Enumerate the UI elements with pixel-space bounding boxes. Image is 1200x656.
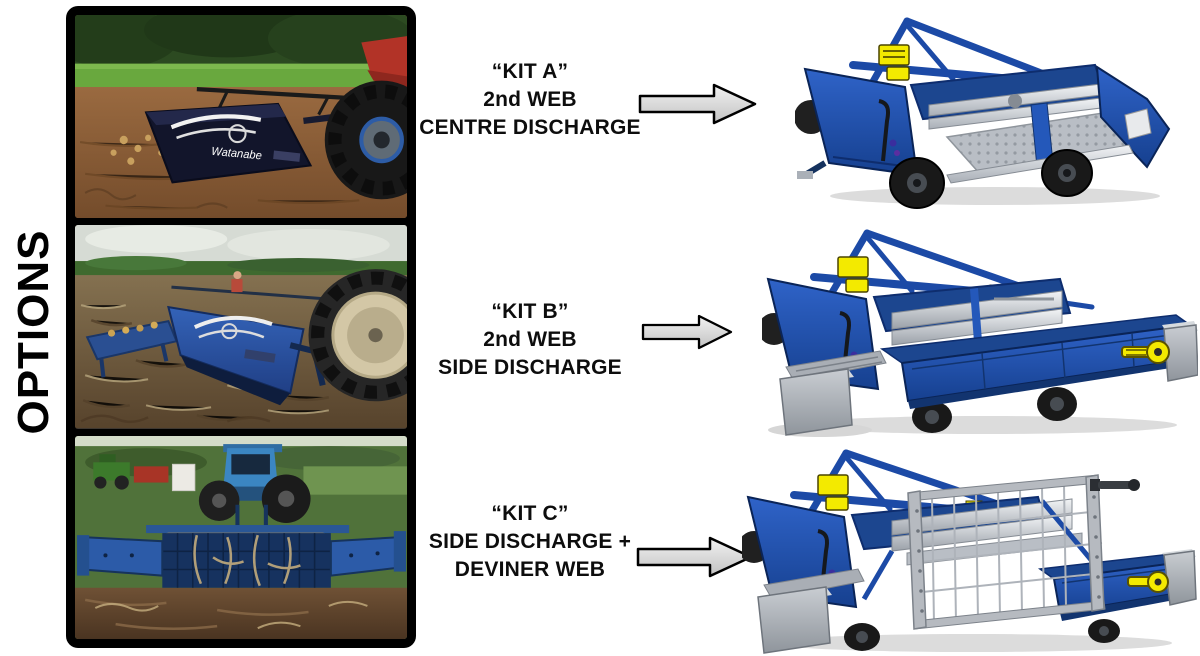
- kit-a-title: “KIT A”: [491, 60, 569, 83]
- wheel: [1088, 619, 1120, 643]
- kit-c-line3: DEVINER WEB: [454, 558, 606, 581]
- deviner-web-cage: [907, 474, 1106, 630]
- arrow-right-icon: [636, 536, 753, 578]
- photo-kit-a-graphic: Watanabe: [75, 15, 407, 219]
- harvester-body: [167, 306, 326, 406]
- photo-kit-b-graphic: [75, 225, 407, 429]
- render-kit-a: [795, 5, 1191, 211]
- blue-tractor: [198, 443, 311, 529]
- harvester-rear: [77, 524, 406, 588]
- left-support-box: [779, 368, 854, 436]
- kit-b-line2: 2nd WEB: [483, 328, 577, 351]
- wheel: [1041, 149, 1093, 197]
- drive-shaft: [1090, 479, 1140, 491]
- sieving-webs: [891, 498, 1083, 566]
- render-kit-a-graphic: [795, 17, 1171, 209]
- photo-kit-b: [75, 225, 407, 429]
- kit-a-label: “KIT A” 2nd WEB CENTRE DISCHARGE: [410, 58, 650, 142]
- kit-a-line2: 2nd WEB: [483, 88, 577, 111]
- brand-logo-text: Watanabe: [211, 146, 263, 163]
- kit-c-line2: SIDE DISCHARGE +: [428, 530, 632, 553]
- right-end-box: [1162, 321, 1198, 382]
- right-end-box: [1162, 549, 1197, 606]
- photo-kit-c-graphic: [75, 435, 407, 639]
- options-label: OPTIONS: [9, 229, 58, 435]
- left-sidewall: [803, 67, 919, 177]
- render-kit-c-graphic: [742, 449, 1197, 654]
- photo-kit-a: Watanabe: [75, 15, 407, 219]
- pto-coupler: [1121, 340, 1170, 364]
- kit-c-title: “KIT C”: [491, 502, 569, 525]
- arrow-right-icon: [641, 314, 733, 350]
- photo-strip-frame: Watanabe: [66, 6, 416, 648]
- walkway-grate: [763, 568, 865, 600]
- background-machines: [93, 453, 196, 491]
- wheel: [844, 623, 880, 651]
- kit-c-label: “KIT C” SIDE DISCHARGE + DEVINER WEB: [410, 500, 650, 584]
- side-discharge-trough: [879, 314, 1192, 409]
- render-kit-b-graphic: [762, 229, 1198, 437]
- wheel: [889, 157, 945, 209]
- operator-figure: [231, 271, 243, 293]
- kit-b-line3: SIDE DISCHARGE: [438, 356, 622, 379]
- walkway-grate: [785, 350, 887, 382]
- wheel: [912, 401, 952, 433]
- kit-b-label: “KIT B” 2nd WEB SIDE DISCHARGE: [410, 298, 650, 382]
- left-support-box: [757, 586, 832, 654]
- photo-kit-c: [75, 435, 407, 639]
- red-tractor: [324, 36, 407, 200]
- kit-b-title: “KIT B”: [491, 300, 569, 323]
- kit-a-line3: CENTRE DISCHARGE: [419, 116, 641, 139]
- render-kit-c: [742, 441, 1199, 656]
- arrow-right-icon: [638, 83, 757, 125]
- right-sidewall: [1095, 65, 1171, 169]
- pto-coupler: [1127, 571, 1169, 593]
- tractor-wheel: [308, 269, 407, 402]
- wheel: [1037, 387, 1077, 421]
- render-kit-b: [762, 221, 1198, 440]
